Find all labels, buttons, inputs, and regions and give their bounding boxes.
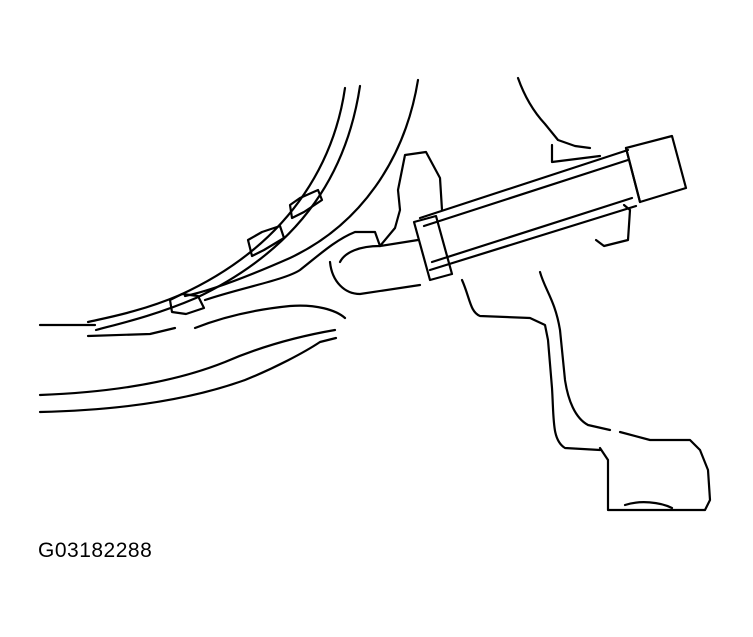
- housing-foot: [598, 430, 712, 512]
- panel-tab-middle: [246, 224, 286, 258]
- housing-upper-step: [550, 143, 602, 164]
- housing-outline-right: [516, 76, 592, 150]
- tool-rod-top: [418, 148, 630, 220]
- tool-rod-bottom: [428, 204, 638, 272]
- housing-lower-body: [460, 278, 602, 452]
- housing-outline-left: [378, 150, 444, 248]
- figure-code: G03182288: [38, 539, 153, 562]
- inner-wall-curve: [183, 78, 420, 298]
- tool-sleeve: [412, 214, 454, 282]
- arm-lower-contour: [193, 304, 347, 330]
- housing-foot-inner: [623, 501, 674, 510]
- tool-rod-thread-bottom: [430, 196, 634, 264]
- tool-rod-thread-top: [422, 158, 630, 228]
- lower-body-line-1: [38, 328, 337, 397]
- lower-body-line-2: [38, 336, 338, 414]
- outer-panel-edge-2: [94, 84, 362, 332]
- housing-lower-body-inner: [538, 270, 612, 432]
- outer-panel-edge-1: [86, 86, 347, 324]
- tool-nut: [624, 134, 688, 204]
- lower-edge-top: [38, 323, 177, 338]
- panel-tab-lower: [168, 292, 206, 316]
- arm-neck: [328, 260, 422, 296]
- tool-nut-face: [624, 146, 642, 204]
- housing-right-lower: [594, 203, 632, 248]
- arm-upper-contour: [203, 230, 382, 302]
- panel-tab-upper: [288, 188, 324, 220]
